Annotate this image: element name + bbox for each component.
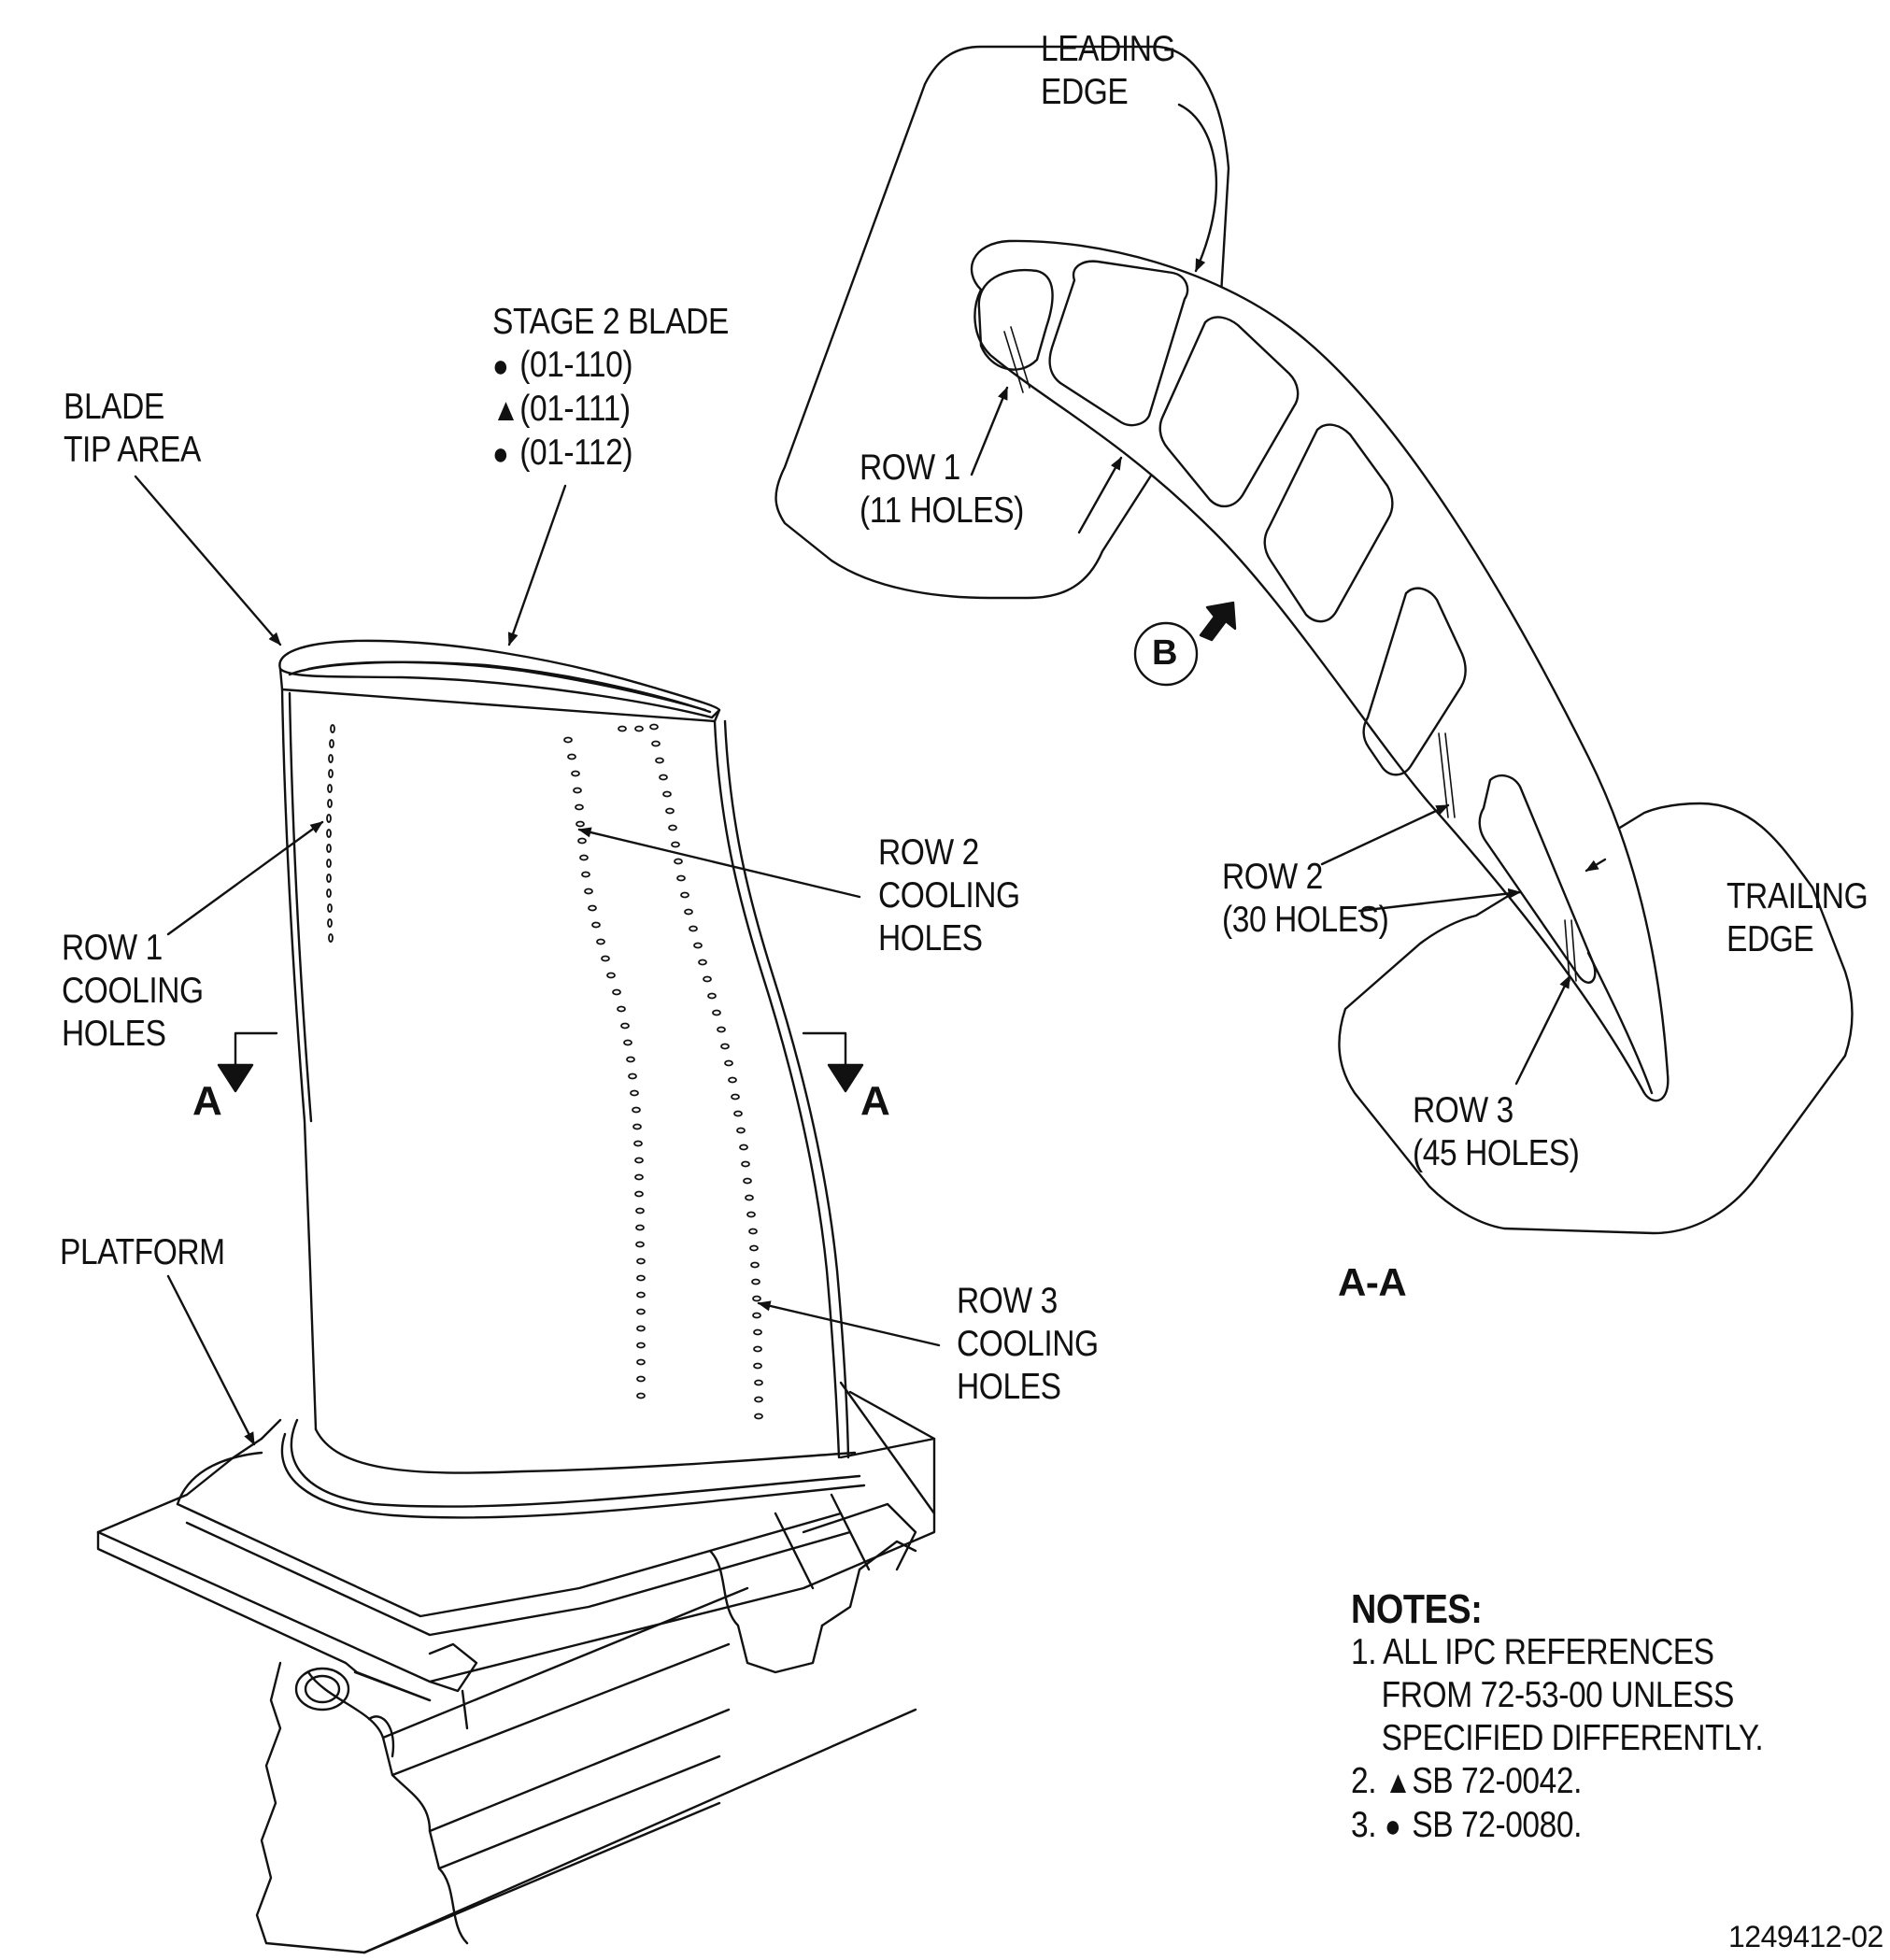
triangle-icon: ▲ — [1385, 1765, 1412, 1800]
trailing-edge-label: TRAILING EDGE — [1727, 876, 1869, 959]
section-marker-right-label: A — [860, 1078, 890, 1124]
leading-edge-label: LEADING EDGE — [1041, 29, 1176, 112]
note-3: 3. ●SB 72-0080. — [1351, 1804, 1763, 1848]
ipc-ref-01-112: ●(01-112) — [492, 432, 729, 476]
triangle-icon: ▲ — [492, 392, 519, 428]
cavity-5 — [1362, 587, 1467, 776]
stage-2-blade — [96, 639, 936, 1954]
cavity-1 — [977, 268, 1054, 371]
blade-tip-area-label: BLADE TIP AREA — [64, 387, 201, 470]
cavity-3 — [1158, 316, 1300, 508]
ipc-ref-01-110: ●(01-110) — [492, 344, 729, 388]
blade-root-fillet — [314, 1427, 857, 1474]
circle-icon: ● — [1385, 1809, 1401, 1844]
section-row1-label: ROW 1 (11 HOLES) — [860, 447, 1024, 531]
section-cut-marker-right — [802, 1031, 864, 1093]
blade-leading-edge — [280, 688, 318, 1431]
figure-number: 1249412-02 — [1728, 1920, 1883, 1953]
row1-cooling-holes — [326, 724, 335, 943]
section-row3-label: ROW 3 (45 HOLES) — [1413, 1090, 1580, 1173]
blade-platform — [96, 1381, 936, 1730]
airfoil-outer — [970, 239, 1670, 1102]
notes-title: NOTES: — [1351, 1586, 1483, 1632]
stage-2-blade-label: STAGE 2 BLADE ●(01-110) ▲(01-111) ●(01-1… — [492, 301, 729, 476]
trailing-edge-panel — [1338, 802, 1854, 1235]
circle-icon: ● — [492, 436, 509, 472]
row3-cooling-holes — [651, 740, 763, 1420]
row2-cooling-holes — [563, 723, 659, 1399]
cavity-2 — [1048, 260, 1189, 427]
note-2: 2. ▲SB 72-0042. — [1351, 1760, 1763, 1804]
trailing-edge-slot — [1586, 951, 1654, 1095]
cavity-6 — [1478, 774, 1597, 984]
blade-root-fir-tree — [255, 1493, 917, 1954]
circle-icon: ● — [492, 348, 509, 384]
notes-block: NOTES: 1. ALL IPC REFERENCES FROM 72-53-… — [1351, 1586, 1764, 1848]
cavity-4 — [1263, 423, 1394, 623]
section-a-a-caption: A-A — [1338, 1260, 1407, 1304]
section-view-a-a — [774, 45, 1854, 1235]
view-b-circle — [1133, 621, 1199, 687]
leading-edge-panel — [774, 45, 1230, 600]
platform-label: PLATFORM — [60, 1232, 225, 1272]
ipc-ref-01-111: ▲(01-111) — [492, 388, 729, 432]
blade-tip-cap — [278, 639, 721, 719]
leader-lines-blade — [134, 475, 941, 1446]
section-marker-left-label: A — [192, 1078, 222, 1124]
view-b-arrow — [1199, 601, 1237, 642]
row1-cooling-holes-label: ROW 1 COOLING HOLES — [62, 928, 204, 1054]
row2-cooling-holes-label: ROW 2 COOLING HOLES — [878, 832, 1020, 959]
row3-cooling-holes-label: ROW 3 COOLING HOLES — [957, 1281, 1099, 1407]
section-cut-marker-left — [217, 1031, 278, 1093]
blade-trailing-edge — [713, 719, 841, 1459]
section-row2-label: ROW 2 (30 HOLES) — [1222, 857, 1389, 940]
view-b-label: B — [1152, 633, 1177, 673]
stage-2-blade-title: STAGE 2 BLADE — [492, 302, 729, 342]
note-1: 1. ALL IPC REFERENCES — [1351, 1632, 1714, 1672]
